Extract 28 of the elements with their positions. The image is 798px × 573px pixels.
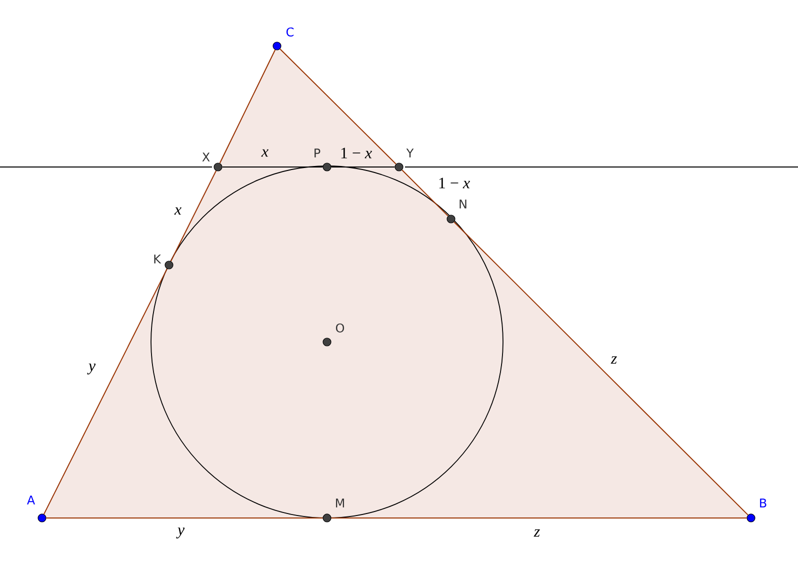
edge-label: 1 − x [439, 178, 470, 188]
edge-label: z [534, 529, 540, 537]
point-label: M [336, 498, 344, 508]
edge-label: 1 − x [341, 148, 372, 158]
point-label: X [202, 152, 210, 162]
point-label: K [154, 254, 162, 264]
point-label: A [27, 496, 36, 504]
segment [402, 170, 448, 216]
point-label: P [314, 148, 320, 158]
segment [330, 166, 396, 168]
point-label: O [336, 323, 344, 333]
segment [330, 517, 748, 518]
point-label: B [760, 498, 766, 508]
point-label: C [286, 27, 294, 37]
edge-label: x [174, 207, 182, 215]
segment [219, 49, 276, 164]
segment [280, 48, 396, 164]
point-label: N [460, 200, 466, 208]
segment [222, 166, 324, 168]
segment [454, 222, 748, 516]
edge-label: x [261, 149, 268, 157]
edge-label: z [610, 356, 617, 364]
edge-label: y [176, 528, 185, 538]
segment [170, 170, 217, 262]
edge-label: y [87, 364, 96, 374]
point-label: Y [406, 148, 414, 158]
segment [46, 517, 324, 518]
segment [43, 268, 168, 515]
